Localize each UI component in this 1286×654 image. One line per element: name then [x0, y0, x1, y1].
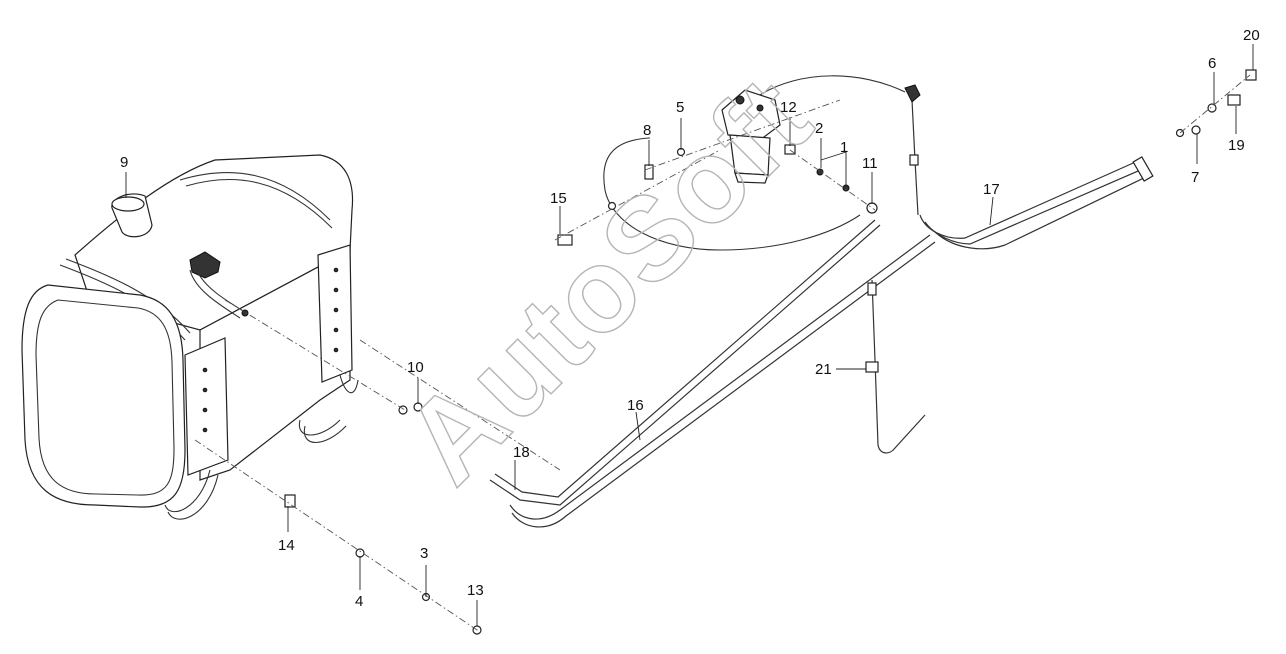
callout-19: 19	[1228, 137, 1245, 154]
fuel-lines	[489, 75, 1151, 528]
callout-12: 12	[780, 99, 797, 116]
callout-1: 1	[840, 139, 848, 156]
fuel-tank	[21, 154, 359, 520]
callout-8: 8	[643, 122, 651, 139]
callout-9: 9	[120, 154, 128, 171]
callout-20: 20	[1243, 27, 1260, 44]
callout-16: 16	[627, 397, 644, 414]
callout-5: 5	[676, 99, 684, 116]
callout-2: 2	[815, 120, 823, 137]
assembly-axes	[194, 74, 1251, 633]
watermark-text: AutoSoft	[380, 52, 837, 509]
callout-10: 10	[407, 359, 424, 376]
callout-13: 13	[467, 582, 484, 599]
callout-11: 11	[862, 155, 878, 172]
leader-lines	[125, 44, 1254, 626]
fuel-filter	[721, 89, 781, 184]
callout-17: 17	[983, 181, 1000, 198]
callout-3: 3	[420, 545, 428, 562]
callout-7: 7	[1191, 169, 1199, 186]
callout-4: 4	[355, 593, 363, 610]
callout-14: 14	[278, 537, 295, 554]
callout-6: 6	[1208, 55, 1216, 72]
fittings	[284, 69, 1257, 635]
callout-21: 21	[815, 361, 832, 378]
callout-labels: 1 2 3 4 5 6 7 8 9 10 11 12 13 14 15 16 1…	[120, 27, 1260, 610]
callout-18: 18	[513, 444, 530, 461]
callout-15: 15	[550, 190, 567, 207]
